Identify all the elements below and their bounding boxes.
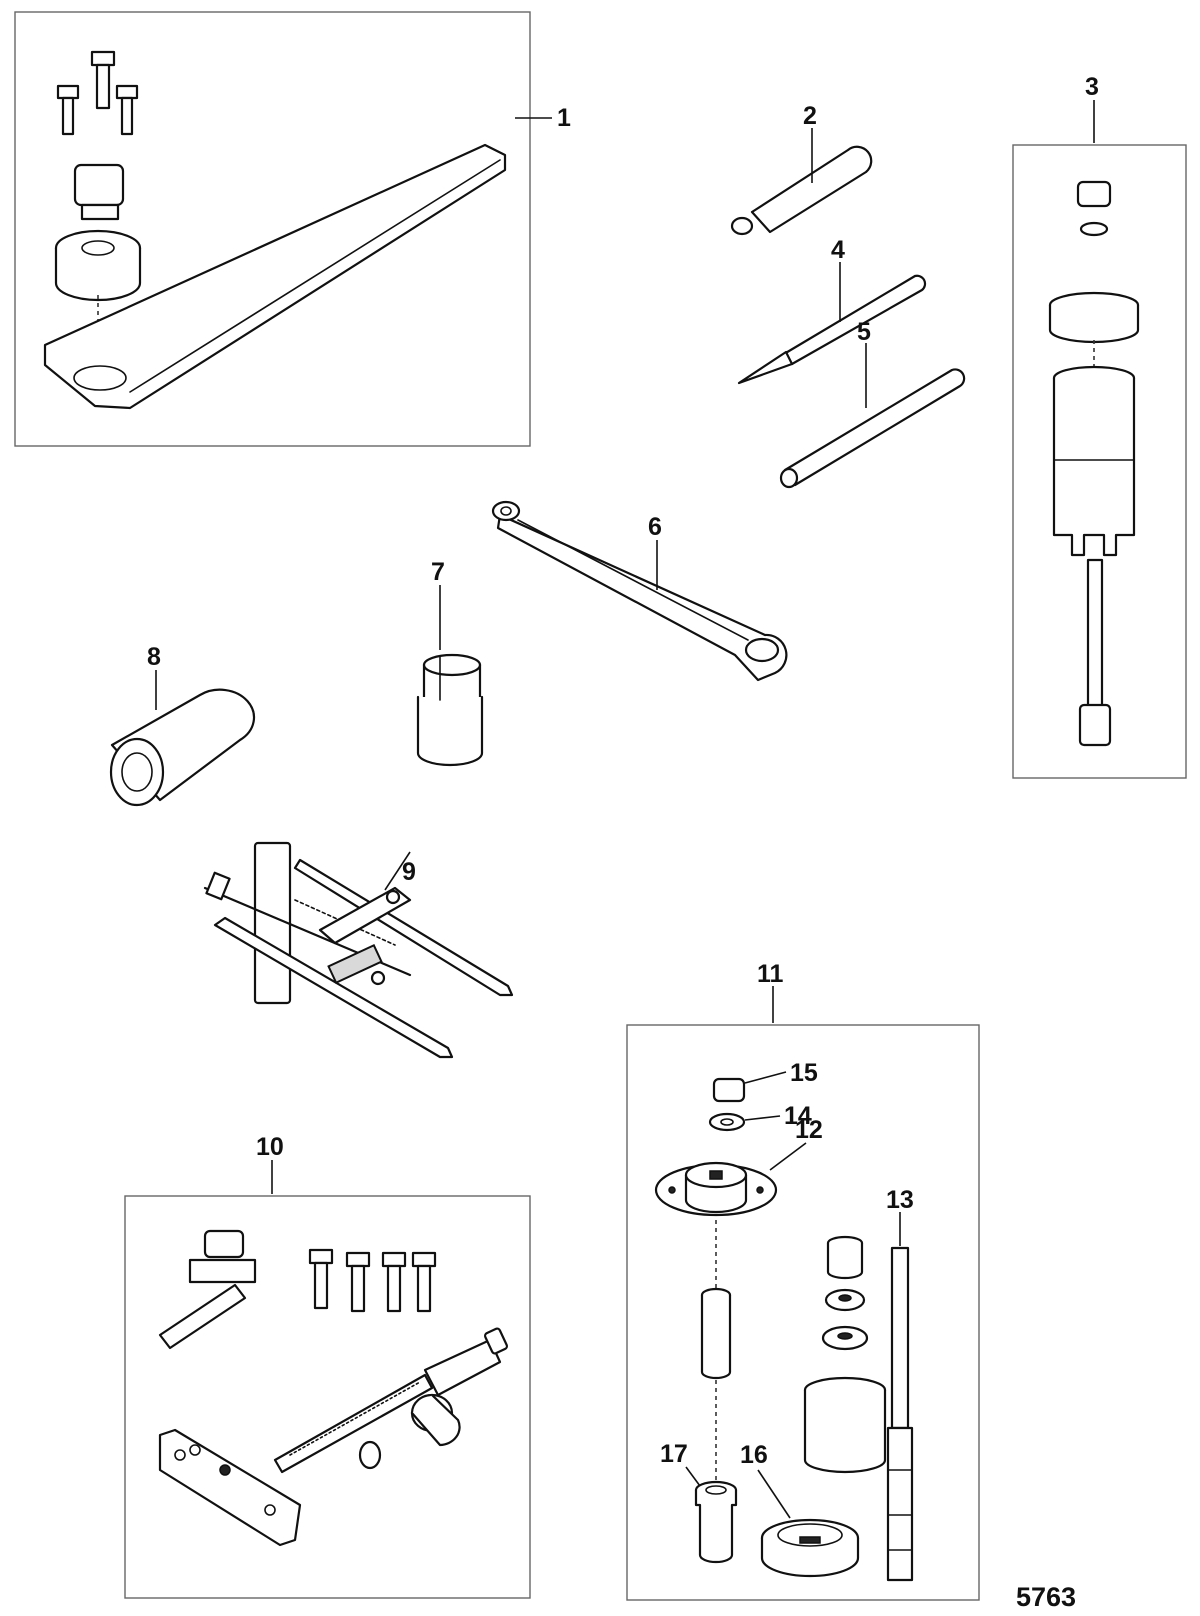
- part-4-punch: [737, 262, 927, 385]
- figure-id: 5763: [1016, 1582, 1076, 1612]
- large-cup-11: [803, 1376, 887, 1474]
- handle-plate-10: [158, 1428, 302, 1547]
- part-group-10: [124, 1160, 531, 1599]
- part-7-socket: [416, 585, 484, 767]
- ring-1: [54, 229, 142, 302]
- part-group-1: [14, 11, 552, 447]
- cap-1: [73, 163, 125, 221]
- callout-3: 3: [1085, 73, 1099, 101]
- kit-box-1: [14, 11, 531, 447]
- bolts-group-10: [308, 1248, 437, 1313]
- part-16-base: [757, 1469, 860, 1578]
- part-group-3: [1012, 100, 1187, 779]
- part-8-cone: [109, 670, 256, 807]
- callout-14: 14: [784, 1102, 812, 1130]
- kit-box-11: [626, 1024, 980, 1601]
- part-12-flange: [654, 1142, 807, 1217]
- callout-15: 15: [790, 1059, 818, 1087]
- callout-5: 5: [857, 318, 871, 346]
- part-6-wrench: [491, 500, 788, 682]
- callout-2: 2: [803, 102, 817, 130]
- callout-11: 11: [757, 960, 784, 988]
- callout-8: 8: [147, 643, 161, 671]
- small-cylinder-11: [826, 1235, 864, 1280]
- callout-7: 7: [431, 558, 445, 586]
- part-5-rod: [779, 343, 966, 489]
- part-17-adapter: [685, 1466, 738, 1564]
- part-14-washer: [708, 1112, 781, 1132]
- part-2-pin: [730, 128, 873, 236]
- part-9-puller: [203, 841, 514, 1059]
- callout-4: 4: [831, 236, 845, 264]
- part-15-nut: [712, 1071, 787, 1103]
- callout-6: 6: [648, 513, 662, 541]
- clamp-10: [158, 1229, 257, 1350]
- callout-12: 12: [795, 1116, 823, 1144]
- part-group-11: [626, 986, 980, 1601]
- callout-17: 17: [660, 1440, 688, 1468]
- callout-10: 10: [256, 1133, 284, 1161]
- threaded-screw-10: [273, 1327, 509, 1474]
- callout-13: 13: [886, 1186, 914, 1214]
- kit-box-3: [1012, 144, 1187, 779]
- kit-box-10: [124, 1195, 531, 1599]
- callout-9: 9: [402, 858, 416, 886]
- part-13-rod: [886, 1212, 914, 1582]
- callout-1: 1: [557, 104, 571, 132]
- callout-16: 16: [740, 1441, 768, 1469]
- bolts-group-1: [56, 50, 139, 136]
- shaft-11: [700, 1287, 732, 1380]
- wrench-bar-1: [43, 143, 507, 410]
